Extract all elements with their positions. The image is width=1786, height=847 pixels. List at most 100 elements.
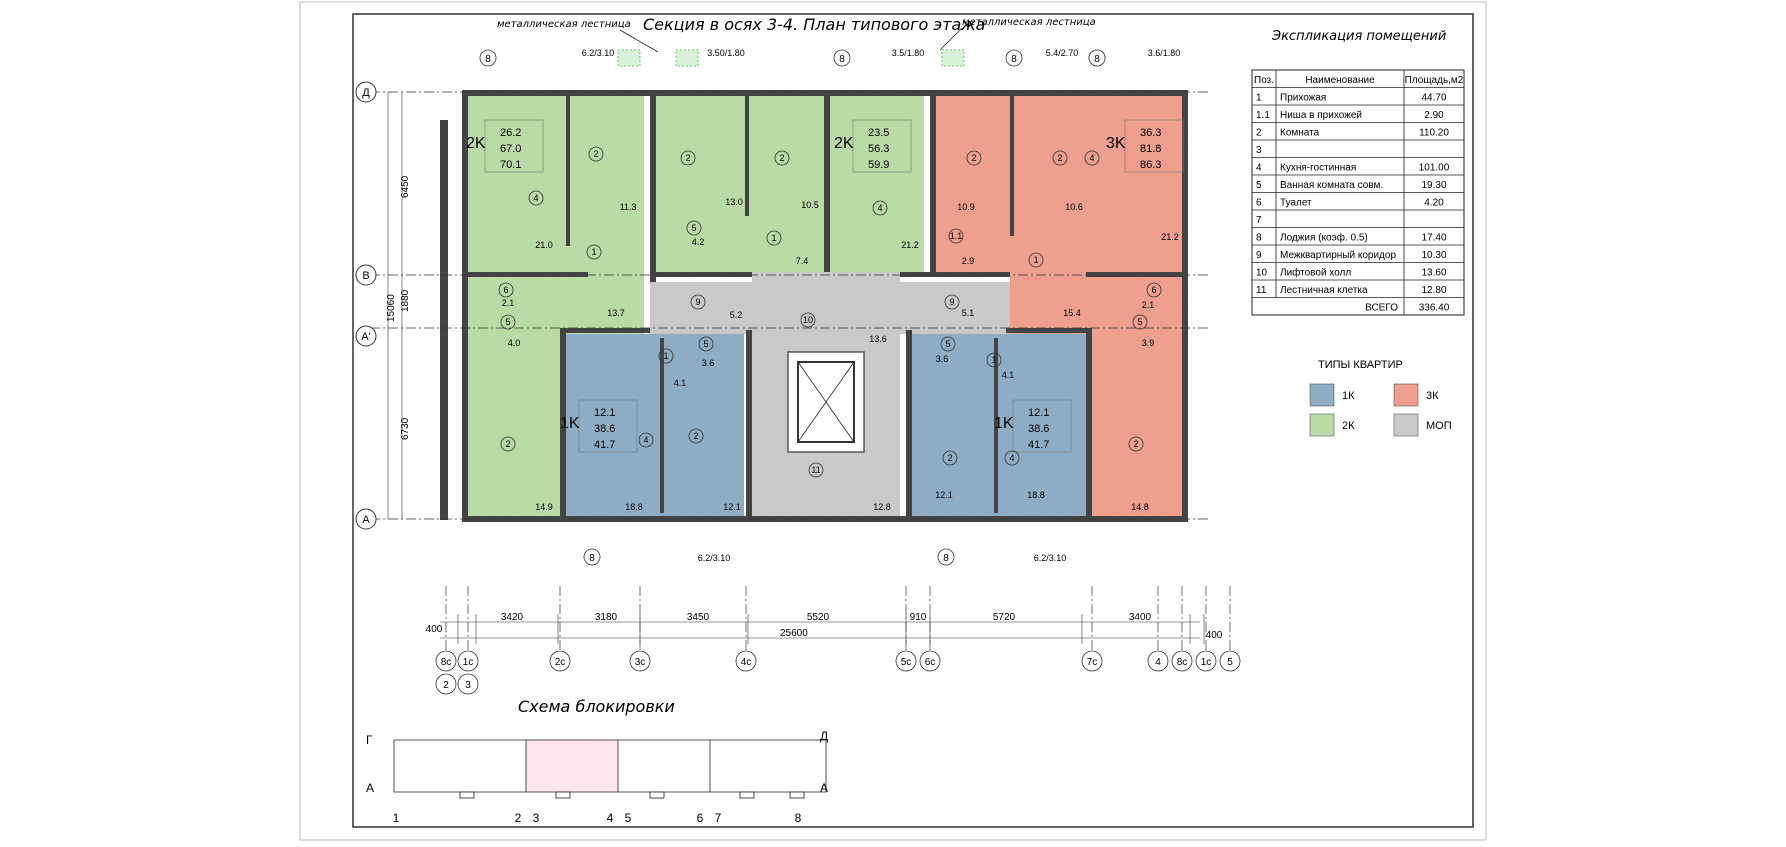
column-dimension: 3400 — [1129, 612, 1152, 623]
explication-area: 17.40 — [1421, 233, 1446, 244]
room-area: 7.4 — [796, 256, 809, 266]
row-axis-label: А' — [361, 331, 370, 343]
explication-name: Прихожая — [1280, 93, 1326, 104]
top-axis-label: 8 — [1094, 54, 1100, 65]
room-code: 1.1 — [950, 231, 963, 241]
column-axis-label: 2с — [555, 657, 566, 668]
top-axis-label: 8 — [1011, 54, 1017, 65]
blocking-axis-label: 5 — [625, 811, 632, 825]
explication-name: Межквартирный коридор — [1280, 250, 1396, 261]
column-axis-label: 8с — [1177, 657, 1188, 668]
row-dim-total: 15060 — [386, 294, 397, 322]
room-code: 2 — [505, 439, 510, 449]
room-code-circle — [500, 314, 516, 330]
blocking-axis-label: 1 — [393, 811, 400, 825]
explication-area: 101.00 — [1419, 163, 1450, 174]
room-code: 9 — [695, 297, 700, 307]
apartment-label-box — [852, 119, 912, 173]
bottom-axis-label: 8 — [943, 553, 949, 564]
room-code: 2 — [947, 453, 952, 463]
column-axis-sub-circle — [435, 673, 457, 695]
room-code-circle — [766, 230, 782, 246]
column-dimension: 5720 — [993, 612, 1016, 623]
zone-1k-right — [912, 334, 1088, 516]
room-code-circle — [1146, 282, 1162, 298]
apartment-total-area: 81.8 — [1140, 143, 1161, 155]
row-axis-circle — [355, 81, 377, 103]
apartment-gross-area: 86.3 — [1140, 159, 1161, 171]
legend-label: 2К — [1342, 420, 1355, 432]
room-code: 2 — [593, 149, 598, 159]
room-code-circle — [800, 312, 816, 328]
blocking-notch — [739, 791, 755, 799]
row-axis-label: А — [362, 514, 370, 526]
room-code-circle — [680, 150, 696, 166]
loggia-area-label: 6.2/3.10 — [1034, 553, 1067, 563]
column-axis-circle — [435, 650, 457, 672]
room-code: 5 — [945, 339, 950, 349]
room-code: 4 — [533, 193, 538, 203]
room-code-circle — [1084, 150, 1100, 166]
top-axis-circle — [1088, 49, 1106, 67]
row-dim-1: 6450 — [400, 175, 411, 198]
bottom-axis-circle — [937, 548, 955, 566]
room-code: 9 — [949, 297, 954, 307]
explication-area: 110.20 — [1419, 128, 1449, 139]
room-code-circle — [498, 282, 514, 298]
column-axis-label: 7с — [1087, 657, 1098, 668]
loggia-area-label: 5.4/2.70 — [1046, 48, 1079, 58]
room-code-circle — [688, 428, 704, 444]
room-code-circle — [638, 432, 654, 448]
room-code-circle — [948, 228, 964, 244]
room-code: 1 — [1033, 255, 1038, 265]
apartment-label-box — [1124, 119, 1184, 173]
room-area: 21.0 — [535, 240, 553, 250]
room-area: 21.2 — [1161, 232, 1179, 242]
zone-1k-left — [566, 334, 744, 516]
top-axis-circle — [1005, 49, 1023, 67]
sheet-outer-frame — [299, 1, 1487, 841]
explication-header: Площадь,м2 — [1405, 75, 1464, 86]
row-dim-3: 6730 — [400, 417, 411, 440]
explication-area: 19.30 — [1421, 180, 1446, 191]
column-dimension: 910 — [910, 612, 927, 623]
apartment-living-area: 23.5 — [868, 127, 889, 139]
column-axis-sub-label: 3 — [465, 680, 471, 691]
explication-pos: 1 — [1256, 93, 1262, 104]
room-code-circle — [808, 462, 824, 478]
explication-total-label: ВСЕГО — [1365, 303, 1398, 314]
room-code: 4 — [877, 203, 882, 213]
apartment-type: 2K — [466, 135, 486, 152]
column-dimension: 400 — [426, 624, 443, 635]
top-axis-label: 8 — [839, 54, 845, 65]
room-code-circle — [1132, 314, 1148, 330]
room-code-circle — [966, 150, 982, 166]
room-area: 12.1 — [723, 502, 741, 512]
explication-pos: 1.1 — [1256, 110, 1270, 121]
apartment-total-area: 67.0 — [500, 143, 521, 155]
column-axis-circle — [919, 650, 941, 672]
row-axis-markers: ДВА'А — [355, 81, 377, 530]
room-area: 5.1 — [962, 308, 975, 318]
explication-area: 13.60 — [1421, 268, 1446, 279]
room-area: 21.2 — [901, 240, 919, 250]
blocking-row-top-right: Д — [820, 729, 828, 743]
explication-name: Ванная комната совм. — [1280, 180, 1383, 191]
legend-swatch — [1393, 383, 1419, 407]
room-code: 4 — [1089, 153, 1094, 163]
stair-leader-left — [619, 29, 659, 53]
zone-2k-middle — [656, 96, 924, 272]
room-code: 4 — [1009, 453, 1014, 463]
explication-pos: 2 — [1256, 128, 1262, 139]
blocking-axis-label: 8 — [795, 811, 802, 825]
apartment-gross-area: 70.1 — [500, 159, 521, 171]
explication-pos: 3 — [1256, 145, 1262, 156]
room-area: 3.9 — [1142, 338, 1155, 348]
room-area: 18.8 — [1027, 490, 1045, 500]
